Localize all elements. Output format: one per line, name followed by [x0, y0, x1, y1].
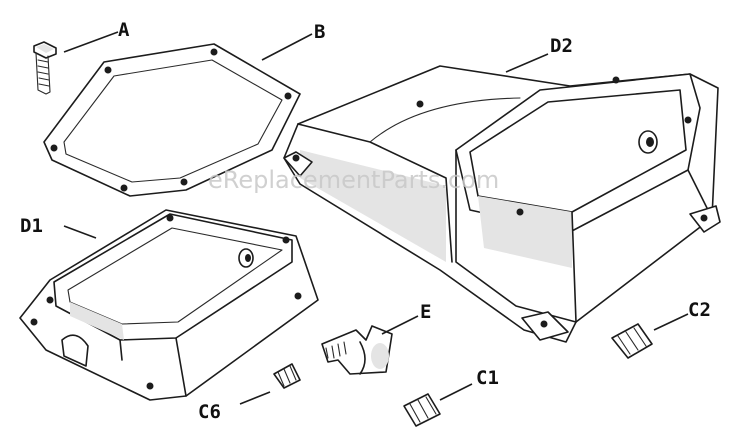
label-a: A: [118, 19, 130, 41]
part-c6-plug: [273, 363, 301, 389]
part-b-gasket: [43, 43, 301, 197]
label-c6: C6: [198, 401, 221, 423]
part-d1-housing: [19, 209, 319, 401]
part-c1-plug: [403, 393, 441, 427]
leader-a: [63, 31, 119, 53]
leader-b: [261, 33, 313, 61]
part-a-screw: [33, 41, 57, 95]
leader-c2: [653, 313, 689, 331]
label-c1: C1: [476, 367, 499, 389]
part-d2-housing: [283, 65, 721, 343]
leader-c6: [239, 391, 271, 405]
label-d1: D1: [20, 215, 43, 237]
leader-c1: [439, 383, 473, 401]
leader-e: [381, 315, 419, 335]
label-d2: D2: [550, 35, 573, 57]
part-c2-plug: [611, 323, 653, 359]
leader-d2: [505, 53, 549, 73]
watermark: eReplacementParts.com: [208, 166, 499, 194]
label-e: E: [420, 301, 431, 323]
label-c2: C2: [688, 299, 711, 321]
leader-d1: [63, 225, 97, 239]
part-e-elbow: [321, 325, 393, 375]
label-b: B: [314, 21, 325, 43]
